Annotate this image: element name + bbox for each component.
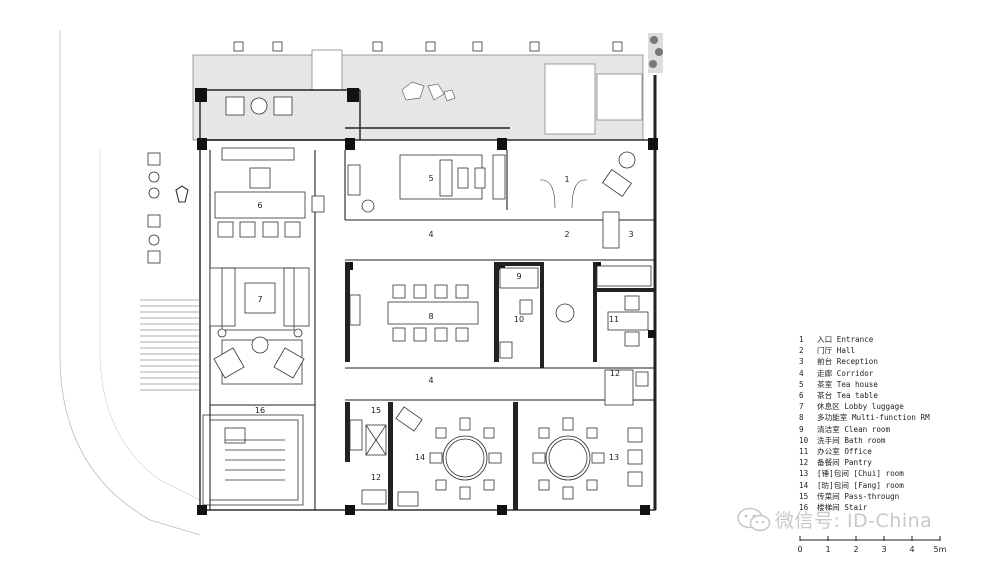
watermark-text: 微信号: ID-China — [775, 510, 933, 532]
furniture-bath — [499, 267, 575, 359]
room-label-9: 9 — [516, 272, 521, 281]
scale-tick-2: 2 — [853, 545, 858, 554]
room-label-2: 2 — [564, 230, 569, 239]
legend-item: 14[昉]包间 [Fang] room — [799, 480, 904, 490]
room-label-13: 13 — [609, 453, 619, 462]
furniture-tea-area — [214, 147, 325, 238]
canopy-table-right — [544, 63, 596, 135]
room-label-15: 15 — [371, 406, 381, 415]
furniture-office — [596, 265, 652, 347]
room-label-4b: 4 — [428, 376, 433, 385]
room-label-5: 5 — [428, 174, 433, 183]
furniture-dining-13 — [532, 417, 643, 500]
room-label-3: 3 — [628, 230, 633, 239]
canopy-column — [311, 49, 343, 91]
room-label-10: 10 — [514, 315, 524, 324]
room-label-1: 1 — [564, 175, 569, 184]
entry-steps — [140, 299, 200, 391]
furniture-lobby — [209, 267, 310, 385]
room-label-8: 8 — [428, 312, 433, 321]
scale-tick-1: 1 — [825, 545, 830, 554]
site-boundary-curve-inner — [99, 150, 201, 501]
furniture-dining-14 — [395, 406, 502, 500]
scale-bar: 0 1 2 3 4 5m — [797, 536, 947, 554]
furniture-canopy-left — [225, 96, 293, 116]
partition-walls — [345, 262, 655, 510]
wechat-icon — [737, 507, 771, 531]
foliage-top-right — [648, 33, 663, 73]
room-label-11: 11 — [609, 315, 619, 324]
room-label-14: 14 — [415, 453, 425, 462]
scale-tick-0: 0 — [797, 545, 802, 554]
scale-tick-5: 5m — [934, 545, 947, 554]
planters-top — [233, 41, 623, 52]
furniture-service — [349, 369, 649, 507]
room-label-7: 7 — [257, 295, 262, 304]
scale-tick-3: 3 — [881, 545, 886, 554]
canopy-table-right-2 — [596, 73, 643, 121]
legend-item: 13[锤]包间 [Chui] room — [799, 469, 904, 479]
room-label-12b: 12 — [371, 473, 381, 482]
room-label-6: 6 — [257, 201, 262, 210]
furniture-multi-function — [349, 284, 479, 342]
furniture-outdoor-left — [147, 152, 189, 264]
stair — [202, 414, 304, 506]
room-label-12a: 12 — [610, 369, 620, 378]
room-label-4a: 4 — [428, 230, 433, 239]
scale-tick-4: 4 — [909, 545, 914, 554]
wechat-watermark: 微信号: ID-China — [737, 506, 932, 533]
site-boundary-curve — [59, 30, 201, 536]
room-label-16: 16 — [255, 406, 265, 415]
furniture-tea-house — [347, 154, 506, 213]
canopy-rocks — [401, 81, 456, 102]
room-labels: 1 2 3 4 4 5 6 7 8 9 10 11 12 12 13 14 15… — [255, 174, 634, 482]
furniture-entrance — [539, 151, 636, 249]
